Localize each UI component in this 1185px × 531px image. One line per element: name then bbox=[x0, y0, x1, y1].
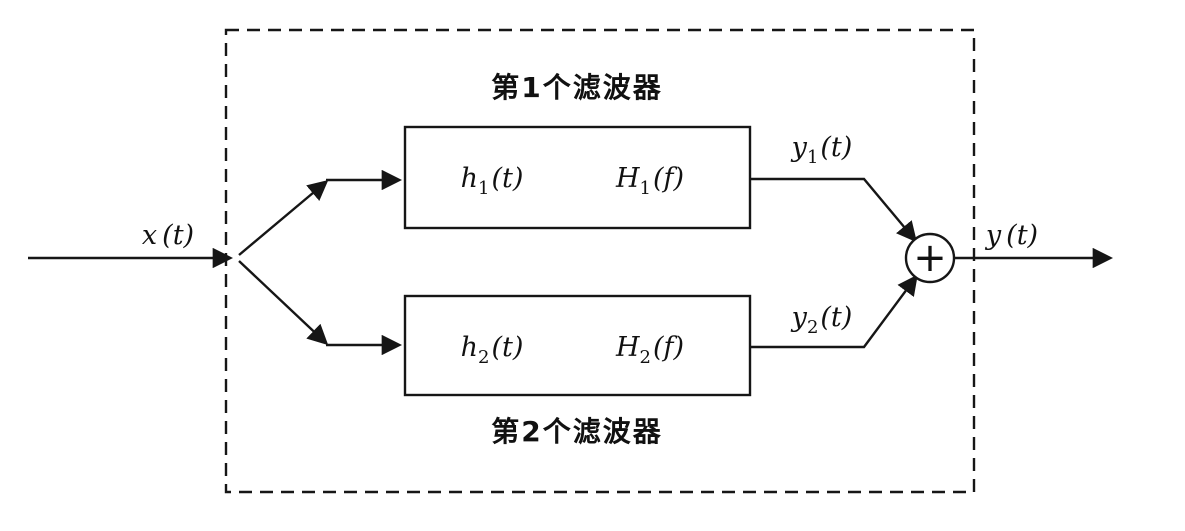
filter2-impulse-label: h2(t) bbox=[461, 332, 524, 368]
filter2-box bbox=[403, 294, 752, 397]
filter1-transfer-label: H1(f) bbox=[615, 163, 684, 199]
plus-icon: + bbox=[913, 235, 947, 281]
filter1-box bbox=[403, 125, 752, 230]
filter1-impulse-label: h1(t) bbox=[461, 163, 524, 199]
output-label: y(t) bbox=[985, 220, 1038, 251]
filter2-transfer-label: H2(f) bbox=[615, 332, 684, 368]
branch-upper-line bbox=[238, 180, 329, 256]
filter2-output-path bbox=[750, 274, 918, 349]
input-label: x(t) bbox=[142, 220, 194, 251]
filter2-output-label: y2(t) bbox=[791, 302, 853, 338]
filter1-caption: 第1个滤波器 bbox=[491, 71, 662, 104]
filter1-output-path bbox=[750, 177, 917, 243]
branch-lower-line bbox=[238, 260, 329, 346]
filter2-caption: 第2个滤波器 bbox=[491, 415, 662, 448]
filter1-output-label: y1(t) bbox=[791, 132, 853, 168]
